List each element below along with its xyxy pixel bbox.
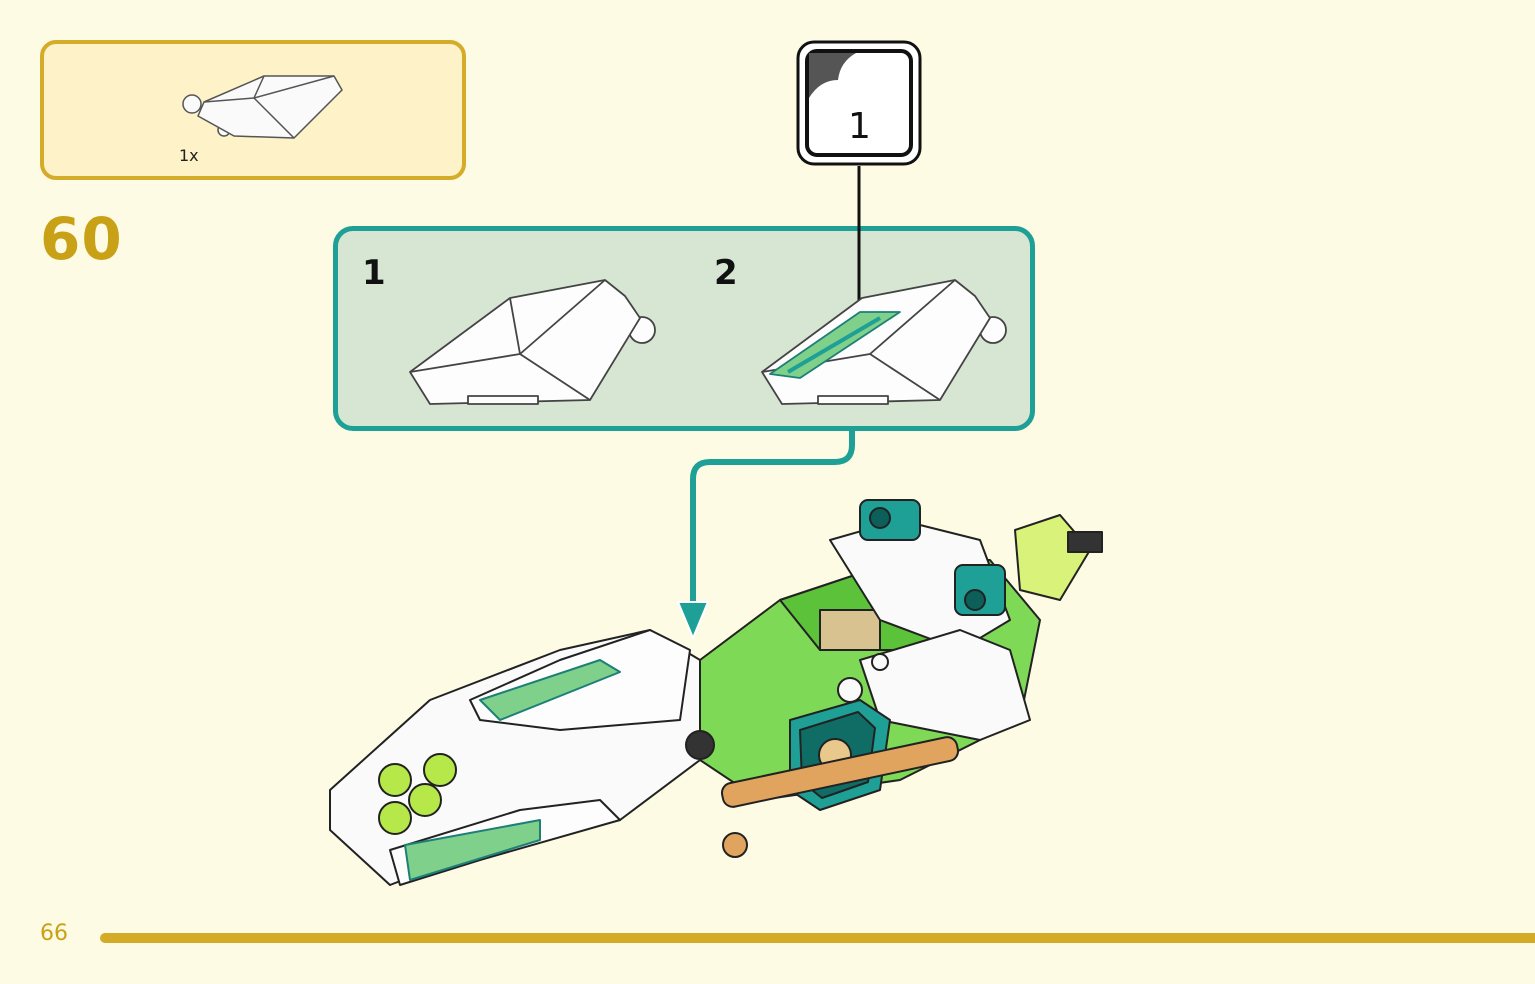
parts-list-box: 1x [40,40,466,180]
spaceship-model [329,499,1103,886]
placement-connector [690,431,855,620]
sticker-number: 1 [848,106,871,147]
part-quantity: 1x [179,146,199,165]
page-divider [100,933,1535,943]
page-number: 66 [40,921,68,946]
substep-number-2: 2 [714,253,738,293]
sticker-callout: 1 [796,40,922,166]
wedge-piece-step1 [409,279,656,405]
placement-arrow-icon [676,601,710,641]
wedge-piece-step2 [761,279,1007,405]
white-wedge-part-icon [182,75,343,139]
substep-number-1: 1 [362,253,386,293]
step-number: 60 [40,205,123,273]
sticker-peel-icon [809,53,856,98]
